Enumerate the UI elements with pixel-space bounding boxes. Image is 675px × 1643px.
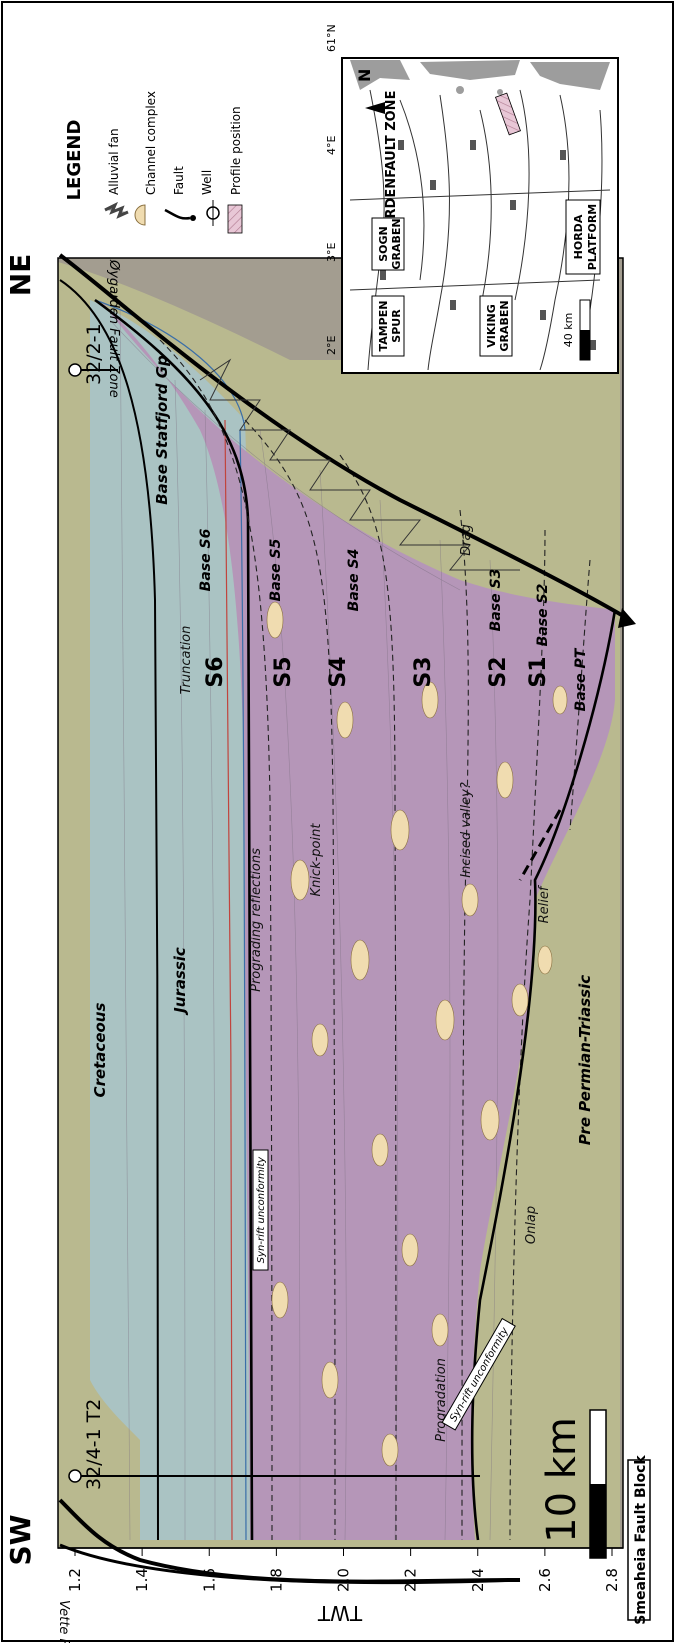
well-left-label: 32/4-1 T2 [83, 1399, 105, 1490]
profile-position-icon [228, 205, 242, 233]
well-right-label: 32/2-1 [83, 323, 105, 385]
inset-region-viking-1: VIKING [485, 304, 498, 347]
synrift-text-1: Syn-rift unconformity [256, 1156, 267, 1264]
direction-ne: NE [4, 254, 37, 297]
tick-label: 1.6 [200, 1568, 218, 1592]
annotation-truncation: Truncation [179, 626, 194, 695]
inset-region-horda-2: PLATFORM [586, 204, 599, 271]
inset-lon-2: 3°E [325, 243, 338, 262]
inset-region-horda-1: HORDA [572, 214, 585, 259]
annotation-progradation: Progradation [434, 1358, 449, 1442]
base-s3: Base S3 [488, 569, 504, 632]
tick-label: 1.4 [133, 1568, 151, 1592]
legend-item-profile: Profile position [229, 106, 243, 195]
inset-region-horda: HORDA PLATFORM [566, 200, 600, 274]
base-s5: Base S5 [268, 538, 284, 601]
annotation-drag: Drag [459, 524, 474, 556]
synrift-label-1: Syn-rift unconformity [253, 1150, 268, 1270]
inset-region-viking: VIKING GRABEN [480, 296, 512, 356]
annotation-prograding: Prograding reflections [249, 848, 264, 992]
tick-label: 2.0 [335, 1568, 353, 1592]
tick-label: 2.8 [603, 1568, 621, 1592]
inset-region-tampen: TAMPEN SPUR [372, 296, 404, 356]
inset-map: N ØYGARDENFAULT ZONE 61°N 4°E 3°E 2°E SO… [325, 24, 618, 373]
base-s2: Base S2 [535, 584, 551, 647]
axis-label: TWT [317, 1601, 363, 1625]
label-base-statfjord: Base Statfjord Gp [153, 355, 171, 505]
legend-title: LEGEND [64, 120, 85, 201]
label-cretaceous: Cretaceous [91, 1003, 109, 1098]
tick-label: 1.8 [267, 1568, 285, 1592]
base-s4: Base S4 [346, 549, 362, 612]
sequence-s2: S2 [486, 656, 511, 687]
scale-bar: 10 km [539, 1410, 606, 1558]
annotation-relief: Relief [537, 884, 552, 923]
sequence-s1: S1 [526, 656, 551, 687]
inset-region-tampen-2: SPUR [390, 309, 403, 343]
legend-item-channel: Channel complex [144, 91, 158, 195]
base-pt: Base PT [573, 647, 589, 711]
tick-label: 2.6 [536, 1568, 554, 1592]
well-right-marker [69, 364, 81, 376]
tick-label: 2.4 [469, 1568, 487, 1592]
well-left-marker [69, 1470, 81, 1482]
scale-label: 10 km [539, 1417, 585, 1543]
block-label-box: Smeaheia Fault Block [628, 1455, 650, 1625]
inset-region-sogn-2: GRABEN [390, 218, 403, 269]
sequence-s5: S5 [271, 656, 296, 687]
inset-region-sogn-1: SOGN [377, 226, 390, 262]
annotation-onlap: Onlap [524, 1206, 539, 1244]
inset-scale: 40 km [562, 313, 575, 348]
legend-item-fault: Fault [172, 166, 186, 195]
inset-region-tampen-1: TAMPEN [377, 301, 390, 352]
label-pre-permian: Pre Permian-Triassic [576, 975, 594, 1145]
tick-label: 1.2 [66, 1568, 84, 1592]
inset-lon-3: 2°E [325, 336, 338, 355]
inset-lat: 61°N [325, 24, 338, 52]
tick-label: 2.2 [402, 1568, 420, 1592]
inset-lon-1: 4°E [325, 136, 338, 155]
legend-item-alluvial: Alluvial fan [107, 128, 121, 195]
direction-sw: SW [4, 1514, 37, 1565]
block-label: Smeaheia Fault Block [633, 1455, 649, 1625]
fault-label-left: Vette Fault Zone [56, 1600, 71, 1643]
inset-region-sogn: SOGN GRABEN [372, 218, 404, 270]
tick-labels: 1.2 1.4 1.6 1.8 2.0 2.2 2.4 2.6 2.8 [66, 1568, 621, 1592]
fault-label-right: Øygarden Fault Zone [106, 259, 121, 398]
inset-region-viking-2: GRABEN [498, 300, 511, 351]
inset-north: N [355, 69, 374, 82]
sequence-s4: S4 [326, 656, 351, 687]
base-s6: Base S6 [198, 528, 214, 591]
annotation-knickpoint: Knick-point [309, 823, 324, 897]
label-jurassic: Jurassic [171, 947, 189, 1016]
sequence-s6: S6 [203, 656, 228, 687]
legend-item-well: Well [200, 170, 214, 195]
annotation-incised: Incised valley? [459, 782, 474, 878]
sequence-s3: S3 [411, 656, 436, 687]
